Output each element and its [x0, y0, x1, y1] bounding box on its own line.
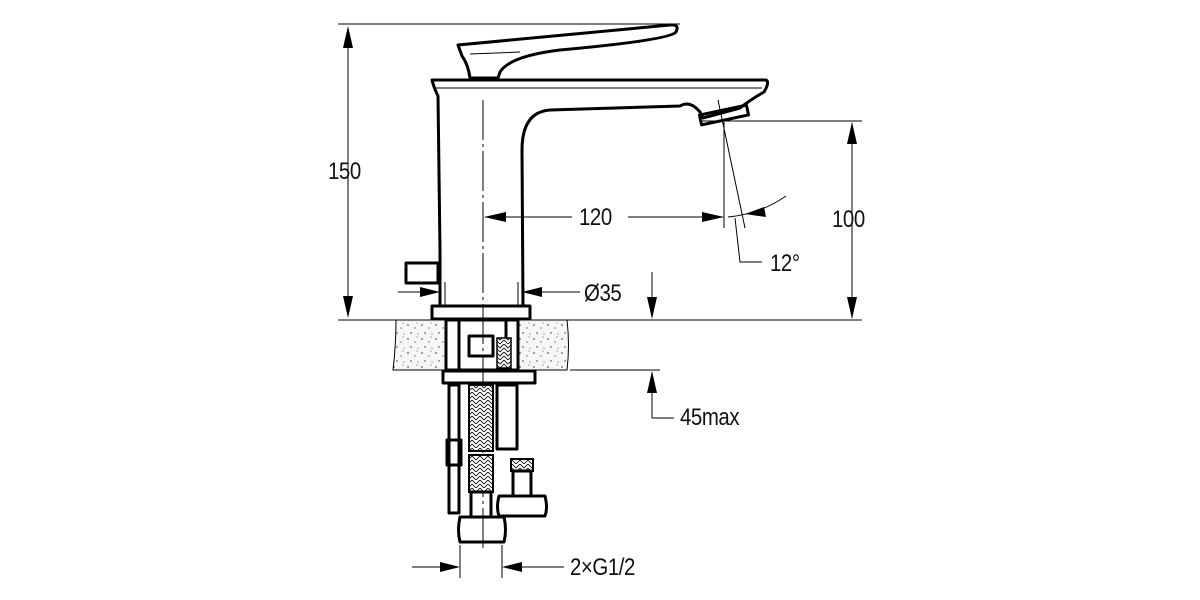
height-100-dimension	[847, 122, 857, 319]
deck-thickness-dimension	[647, 272, 674, 419]
extension-lines	[338, 23, 862, 371]
supply-hoses	[445, 383, 548, 544]
label-spout-height: 100	[832, 206, 865, 233]
label-spout-angle: 12°	[770, 250, 800, 277]
faucet-body	[404, 78, 770, 321]
lever-handle	[456, 23, 679, 80]
label-body-diameter: Ø35	[584, 280, 622, 307]
mounting-hardware	[441, 318, 537, 385]
label-deck-thickness: 45max	[680, 404, 740, 431]
label-spout-reach: 120	[579, 204, 612, 231]
connection-dimension	[412, 545, 564, 578]
height-150-dimension	[343, 26, 353, 318]
label-total-height: 150	[328, 158, 361, 185]
diameter-35-dimension	[398, 282, 580, 306]
label-connections: 2×G1/2	[570, 554, 635, 581]
countertop-section	[392, 319, 569, 371]
reach-120-dimension	[484, 122, 725, 228]
angle-12-dimension	[717, 99, 787, 263]
